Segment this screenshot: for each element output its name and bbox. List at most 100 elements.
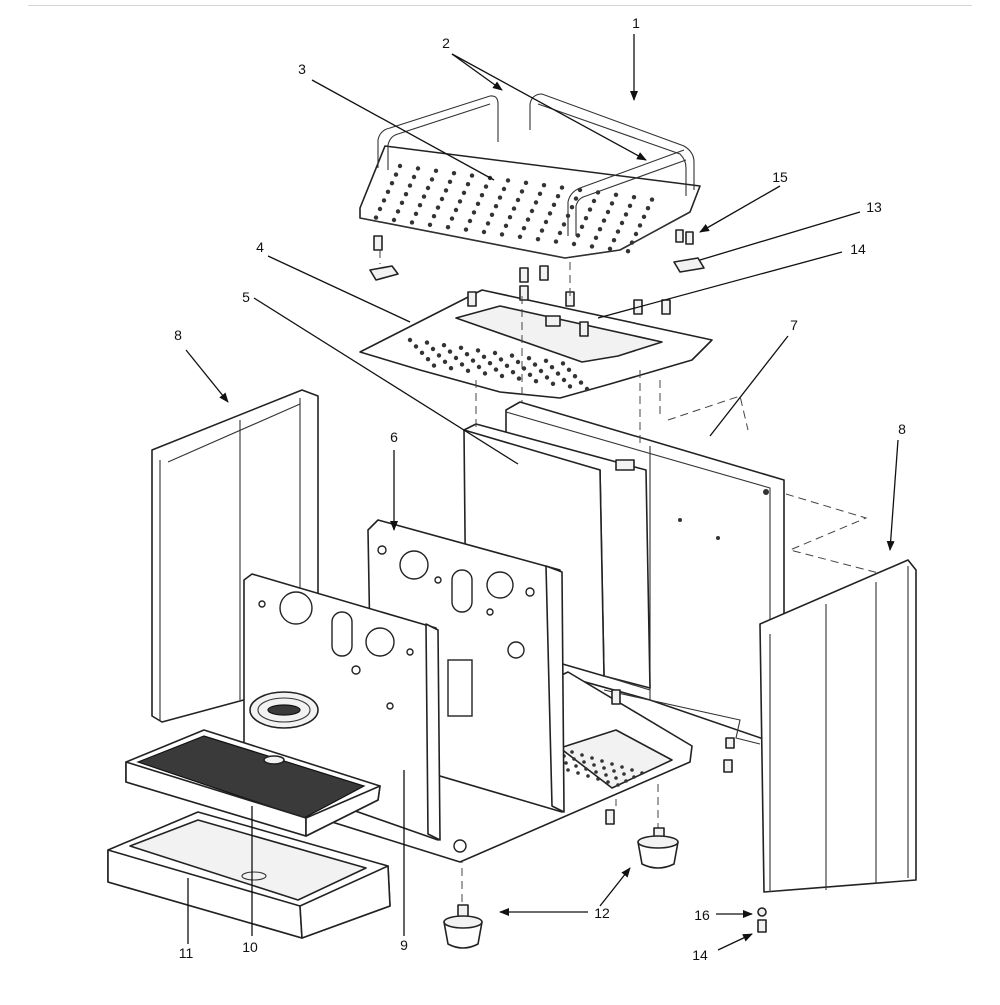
top-divider <box>28 5 972 6</box>
perforation-hole <box>425 185 431 191</box>
perforation-hole <box>415 166 421 171</box>
foot-front <box>443 904 483 949</box>
perforation-hole <box>515 197 521 203</box>
perforation-hole <box>553 239 559 244</box>
perforation-hole <box>633 231 639 237</box>
perforation-hole <box>467 218 473 224</box>
perforation-hole <box>645 206 651 211</box>
perforation-hole <box>435 205 441 210</box>
perforation-hole <box>616 783 620 787</box>
perforation-hole <box>596 777 600 781</box>
perforation-hole <box>498 357 504 362</box>
perforation-hole <box>458 345 464 350</box>
perforation-hole <box>475 348 481 353</box>
perforation-hole <box>447 179 453 184</box>
perforation-hole <box>429 177 435 182</box>
perforation-hole <box>499 232 505 237</box>
perforation-hole <box>381 198 387 203</box>
perforation-hole <box>499 373 505 379</box>
base-drip-area <box>559 729 673 789</box>
callout-8-left: 8 <box>174 327 182 343</box>
perforation-hole <box>573 196 579 201</box>
perforation-hole <box>483 184 489 189</box>
perforation-hole <box>640 771 644 775</box>
perforation-hole <box>453 355 459 361</box>
perforation-hole <box>463 227 469 232</box>
perforation-hole <box>517 234 523 239</box>
perforation-hole <box>625 249 631 254</box>
callout-16: 16 <box>694 907 710 923</box>
perforation-hole <box>409 220 415 225</box>
perforation-hole <box>430 346 436 352</box>
perforation-hole <box>448 366 454 371</box>
foot-rear <box>637 827 679 869</box>
perforation-hole <box>587 207 593 212</box>
rail-left <box>377 95 499 168</box>
callout-2: 2 <box>442 35 450 51</box>
perforation-hole <box>629 240 635 245</box>
perforation-hole <box>510 370 516 375</box>
perforation-hole <box>624 779 628 783</box>
perforation-hole <box>411 174 417 180</box>
perforation-hole <box>441 343 447 348</box>
perforation-hole <box>594 770 598 774</box>
perforation-hole <box>457 199 463 204</box>
rubber-foot-left <box>369 265 399 281</box>
perforation-hole <box>525 217 531 222</box>
callout-8-right: 8 <box>898 421 906 437</box>
perforation-hole <box>470 358 476 363</box>
drip-tray <box>107 811 391 939</box>
perforation-hole <box>373 215 379 220</box>
perforation-hole <box>507 215 513 220</box>
callout-15: 15 <box>772 169 788 185</box>
perforation-hole <box>493 204 499 209</box>
perforation-hole <box>439 196 445 202</box>
perforation-hole <box>593 235 599 240</box>
perforation-hole <box>541 183 547 188</box>
perforation-hole <box>627 203 633 208</box>
perforation-hole <box>538 368 544 374</box>
perforation-hole <box>523 180 529 185</box>
perforation-hole <box>561 377 567 383</box>
perforation-hole <box>377 206 383 212</box>
perforation-hole <box>560 361 566 366</box>
perforation-hole <box>537 191 543 196</box>
perforation-hole <box>465 368 471 373</box>
callout-10: 10 <box>242 939 258 955</box>
perforation-hole <box>586 774 590 778</box>
perforation-hole <box>591 198 597 204</box>
perforation-hole <box>622 772 626 776</box>
perforation-hole <box>403 192 409 197</box>
perforation-hole <box>516 376 522 381</box>
perforation-hole <box>580 753 584 757</box>
perforation-hole <box>393 172 399 177</box>
perforation-hole <box>436 353 442 358</box>
perforation-hole <box>547 211 553 216</box>
perforation-hole <box>389 181 395 186</box>
perforation-hole <box>481 229 487 235</box>
perforation-hole <box>449 216 455 221</box>
callout-4: 4 <box>256 239 264 255</box>
perforation-hole <box>445 225 451 230</box>
perforation-hole <box>600 759 604 763</box>
perforation-hole <box>566 367 572 372</box>
callout-14-top: 14 <box>850 241 866 257</box>
perforation-hole <box>555 371 561 376</box>
perforation-hole <box>612 769 616 773</box>
callout-1: 1 <box>632 15 640 31</box>
perforation-hole <box>476 364 482 370</box>
perforation-hole <box>607 246 613 251</box>
perforation-hole <box>481 354 487 359</box>
perforation-hole <box>631 195 637 200</box>
perforation-hole <box>399 200 405 205</box>
perforation-hole <box>584 767 588 771</box>
perforation-hole <box>431 363 437 368</box>
perforation-hole <box>453 207 459 213</box>
cup-tray-assembly <box>359 93 705 281</box>
callout-14-bottom: 14 <box>692 947 708 963</box>
perforation-hole <box>549 365 555 370</box>
perforation-hole <box>601 218 607 223</box>
perforation-hole <box>597 227 603 232</box>
perforation-hole <box>503 223 509 228</box>
perforation-hole <box>592 763 596 767</box>
